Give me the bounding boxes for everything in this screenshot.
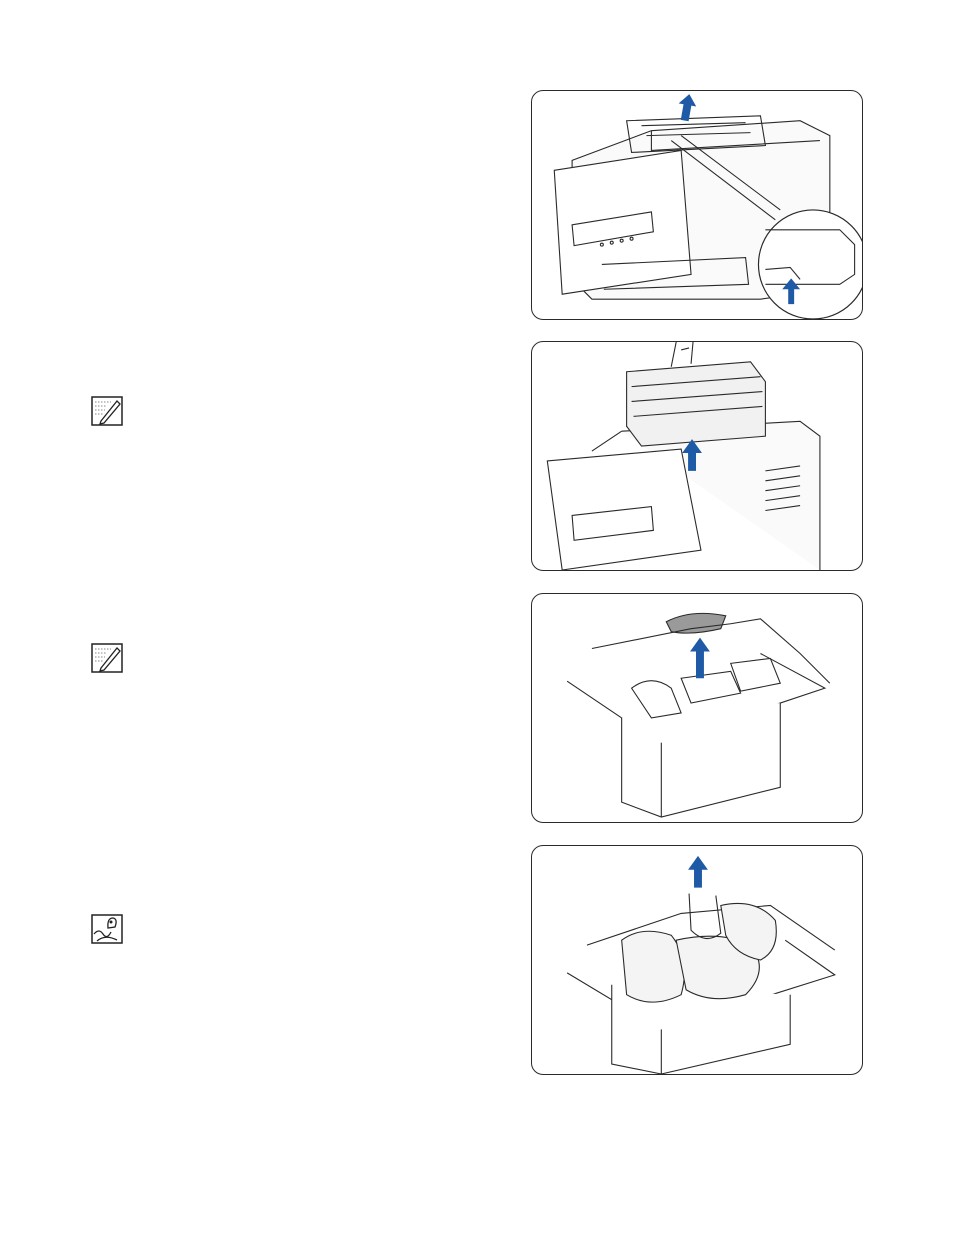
note-icon xyxy=(91,643,123,673)
figure-drum-cartridge-lift xyxy=(531,341,863,571)
printer-lock-illustration xyxy=(532,91,862,319)
note-icon xyxy=(91,396,123,426)
box-liftout-illustration xyxy=(532,846,862,1074)
caution-icon xyxy=(91,914,123,944)
box-packing-illustration xyxy=(532,594,862,822)
drum-lift-illustration xyxy=(532,342,862,570)
figure-box-lift-out xyxy=(531,845,863,1075)
figure-printer-lock-release xyxy=(531,90,863,320)
figure-box-packing-removal xyxy=(531,593,863,823)
